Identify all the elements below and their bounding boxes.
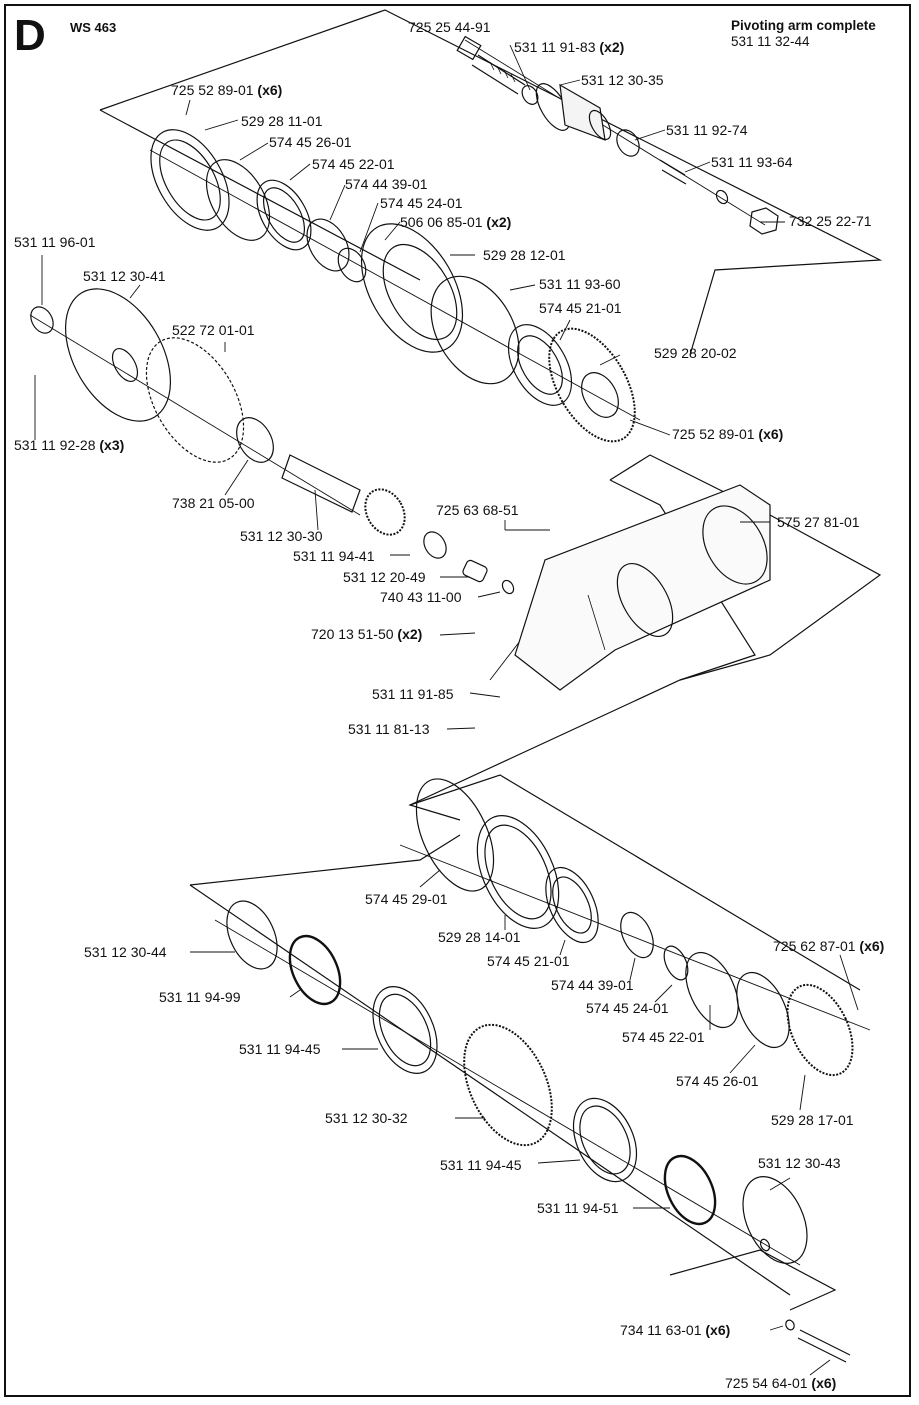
part-callout-p1: 725 25 44-91 (408, 19, 491, 35)
diagram-frame (4, 4, 911, 1397)
part-callout-p47: 531 12 30-43 (758, 1155, 841, 1171)
part-callout-p26: 531 12 30-30 (240, 528, 323, 544)
part-callout-p45: 531 12 30-32 (325, 1110, 408, 1126)
part-callout-p42: 531 11 94-45 (239, 1041, 321, 1057)
part-callout-p36: 574 45 21-01 (487, 953, 570, 969)
part-callout-p5: 531 11 93-64 (711, 154, 793, 170)
part-callout-p20: 529 28 20-02 (654, 345, 737, 361)
part-callout-p25: 575 27 81-01 (777, 514, 860, 530)
part-callout-p3: 531 12 30-35 (581, 72, 664, 88)
part-callout-p2: 531 11 91-83 (x2) (514, 39, 625, 55)
part-callout-p14: 529 28 12-01 (483, 247, 566, 263)
part-callout-p27: 531 11 94-41 (293, 548, 375, 564)
part-callout-p12: 574 45 24-01 (380, 195, 463, 211)
part-callout-p18: 574 45 21-01 (539, 300, 622, 316)
part-callout-p7: 725 52 89-01 (x6) (171, 82, 283, 98)
part-callout-p32: 531 11 81-13 (348, 721, 430, 737)
part-callout-p41: 574 45 22-01 (622, 1029, 705, 1045)
part-callout-p11: 574 44 39-01 (345, 176, 428, 192)
part-callout-p38: 574 44 39-01 (551, 977, 634, 993)
assembly-title: Pivoting arm complete (731, 18, 876, 33)
part-callout-p44: 529 28 17-01 (771, 1112, 854, 1128)
part-callout-p16: 531 11 93-60 (539, 276, 621, 292)
part-callout-p39: 531 11 94-99 (159, 989, 241, 1005)
assembly-number: 531 11 32-44 (731, 34, 810, 49)
part-callout-p9: 574 45 26-01 (269, 134, 352, 150)
part-callout-p29: 740 43 11-00 (380, 589, 462, 605)
part-callout-p21: 531 11 92-28 (x3) (14, 437, 125, 453)
assembly-outline-upper (99, 9, 883, 356)
part-callout-p37: 725 62 87-01 (x6) (773, 938, 885, 954)
leader-lines (34, 44, 859, 1376)
part-callout-p34: 529 28 14-01 (438, 929, 521, 945)
part-callout-p6: 732 25 22-71 (789, 213, 872, 229)
pivot-arm-housing (514, 484, 771, 691)
part-callout-p48: 531 11 94-51 (537, 1200, 619, 1216)
part-callout-p4: 531 11 92-74 (666, 122, 748, 138)
part-callout-p43: 574 45 26-01 (676, 1073, 759, 1089)
part-callout-p46: 531 11 94-45 (440, 1157, 522, 1173)
model-name: WS 463 (70, 20, 117, 35)
left-cover-group (30, 288, 515, 595)
part-callout-p15: 531 11 96-01 (14, 234, 96, 250)
part-callout-p17: 531 12 30-41 (83, 268, 166, 284)
part-callout-p13: 506 06 85-01 (x2) (400, 214, 512, 230)
part-callout-p49: 734 11 63-01 (x6) (620, 1322, 731, 1338)
upper-flange-group (150, 129, 636, 443)
part-callout-p19: 522 72 01-01 (172, 322, 255, 338)
part-callout-p33: 574 45 29-01 (365, 891, 448, 907)
part-callout-p31: 531 11 91-85 (372, 686, 454, 702)
part-callout-p24: 725 63 68-51 (436, 502, 519, 518)
part-callout-p28: 531 12 20-49 (343, 569, 426, 585)
part-callout-p30: 720 13 51-50 (x2) (311, 626, 423, 642)
part-callout-p22: 725 52 89-01 (x6) (672, 426, 784, 442)
part-callout-p35: 531 12 30-44 (84, 944, 167, 960)
part-callout-p40: 574 45 24-01 (586, 1000, 669, 1016)
part-callout-p8: 529 28 11-01 (241, 113, 323, 129)
part-callout-p10: 574 45 22-01 (312, 156, 395, 172)
section-letter: D (14, 11, 46, 60)
part-callout-p50: 725 54 64-01 (x6) (725, 1375, 837, 1391)
part-callout-p23: 738 21 05-00 (172, 495, 255, 511)
lower-ring-group (226, 778, 854, 1363)
hub-shaft (456, 35, 779, 235)
